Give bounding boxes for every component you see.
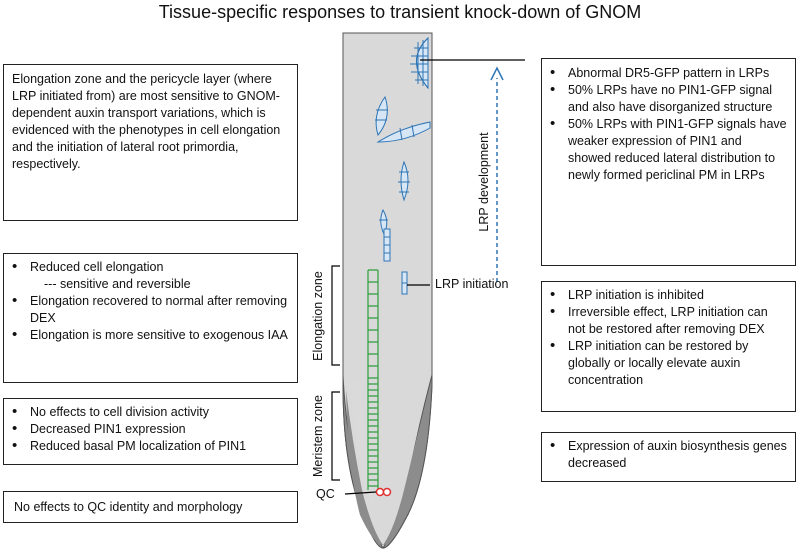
- list-item: Abnormal DR5-GFP pattern in LRPs: [542, 64, 787, 82]
- left-box-meristem: No effects to cell division activity Dec…: [3, 398, 298, 465]
- arrow-head: [490, 66, 504, 81]
- list-item: Elongation recovered to normal after rem…: [4, 292, 289, 327]
- qc-label: QC: [316, 487, 335, 501]
- list-item: Reduced basal PM localization of PIN1: [4, 437, 289, 455]
- connector-qc: [344, 491, 377, 495]
- list-subitem: --- sensitive and reversible: [44, 277, 191, 291]
- list-item: Expression of auxin biosynthesis genes d…: [542, 437, 787, 472]
- meristem-zone-label: Meristem zone: [311, 395, 325, 477]
- lrp-group: [375, 36, 431, 295]
- left-box-summary: Elongation zone and the pericycle layer …: [3, 64, 298, 221]
- lrp-development-label: LRP development: [477, 132, 491, 232]
- list-item: Decreased PIN1 expression: [4, 420, 289, 438]
- left-box-qc: No effects to QC identity and morphology: [3, 491, 298, 523]
- right-box-lrp-initiation: LRP initiation is inhibited Irreversible…: [541, 281, 796, 412]
- list-item: 50% LRPs with PIN1-GFP signals have weak…: [542, 115, 787, 184]
- diagram-title: Tissue-specific responses to transient k…: [158, 2, 642, 22]
- right-box-auxin: Expression of auxin biosynthesis genes d…: [541, 432, 796, 482]
- list-item: Reduced cell elongation: [4, 258, 289, 276]
- list-item: 50% LRPs have no PIN1-GFP signal and als…: [542, 81, 787, 116]
- list-item: Irreversible effect, LRP initiation can …: [542, 303, 787, 338]
- meristem-bracket: [331, 391, 340, 481]
- list-item: Elongation is more sensitive to exogenou…: [4, 326, 289, 344]
- summary-text: Elongation zone and the pericycle layer …: [12, 72, 281, 171]
- qc-cell-left: [375, 487, 385, 497]
- list-item: LRP initiation is inhibited: [542, 286, 787, 304]
- elongation-bracket: [331, 265, 340, 366]
- elongation-zone-label: Elongation zone: [311, 271, 325, 361]
- list-item: LRP initiation can be restored by global…: [542, 337, 787, 389]
- cell-file-path: [367, 269, 379, 490]
- right-box-lrp-development: Abnormal DR5-GFP pattern in LRPs 50% LRP…: [541, 58, 796, 266]
- lrp-initiation-label: LRP initiation: [435, 277, 509, 291]
- qc-cell-right: [382, 487, 392, 497]
- qc-text: No effects to QC identity and morphology: [14, 500, 243, 514]
- cell-file: [367, 269, 379, 490]
- lrp-2: [375, 95, 388, 137]
- list-item: No effects to cell division activity: [4, 403, 289, 421]
- left-box-elongation: Reduced cell elongation --- sensitive an…: [3, 253, 298, 383]
- root-cap-inner: [346, 390, 429, 545]
